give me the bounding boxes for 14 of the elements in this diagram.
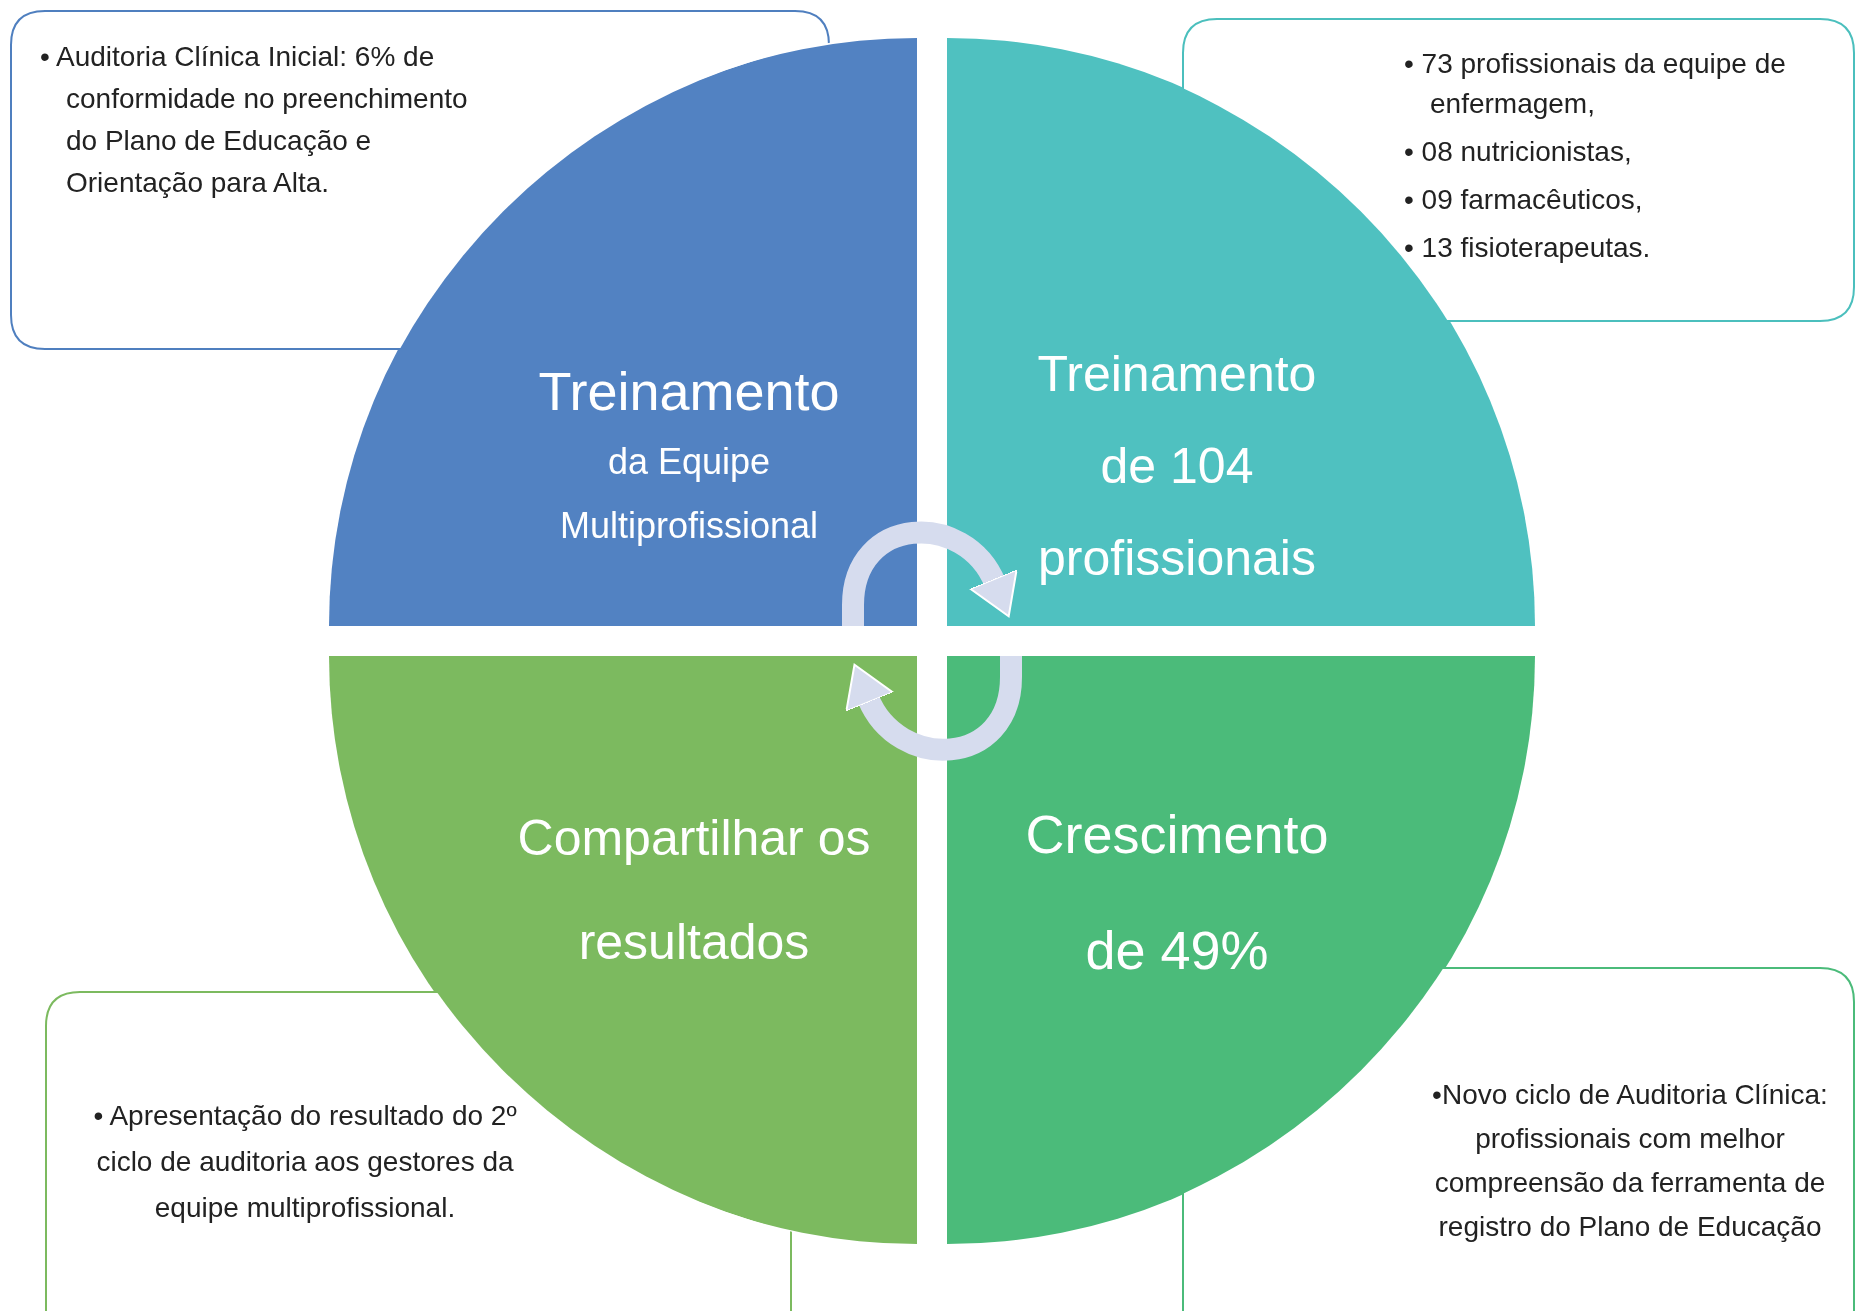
bullet-text: • 09 farmacêuticos, — [1404, 183, 1644, 217]
quadrant-title: Crescimento de 49% — [1024, 803, 1330, 982]
bullet-text: • 13 fisioterapeutas. — [1404, 231, 1652, 265]
bullet-text: •Novo ciclo de Auditoria Clínica: profissionais com melhor compreensão da ferramenta de registro do Plano de Educação — [1431, 1078, 1829, 1244]
bullet-text: • Auditoria Clínica Inicial: 6% de conformidade no preenchimento do Plano de Educação e Orientação para Alta. — [40, 40, 469, 200]
curved-arrow — [846, 656, 1022, 761]
quadrant-title: Treinamento de 104 profissionais — [1036, 345, 1318, 588]
bullet-text: • 08 nutricionistas, — [1404, 135, 1633, 169]
curved-arrow — [842, 521, 1016, 626]
quadrant-title: Treinamento — [537, 360, 841, 423]
quadrant-text: da Equipe Multiprofissional — [558, 440, 820, 548]
quadrant-title: Compartilhar os resultados — [516, 809, 872, 972]
bullet-text: • 73 profissionais da equipe de enfermagem, — [1404, 47, 1787, 121]
bullet-text: • Apresentação do resultado do 2º ciclo de auditoria aos gestores da equipe multiprofissional. — [92, 1099, 518, 1225]
